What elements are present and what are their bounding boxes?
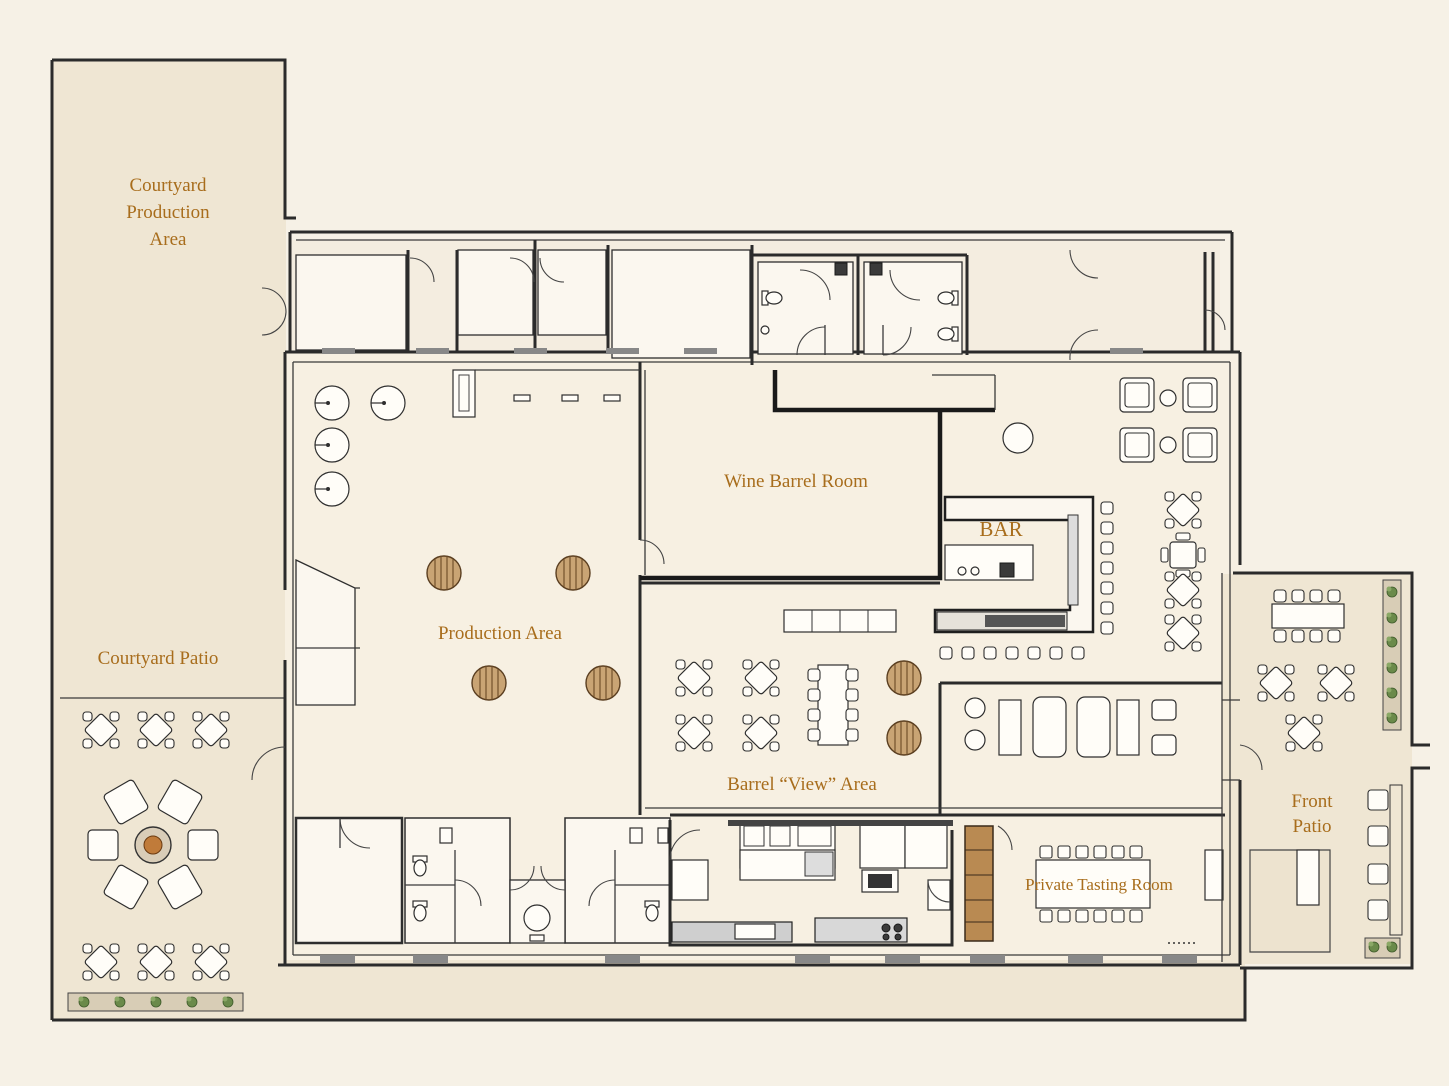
south-windows <box>320 955 1197 963</box>
front-patio-planters <box>1364 579 1402 959</box>
tasting-chairs-bottom <box>1039 909 1143 923</box>
interior-walls <box>638 362 1225 817</box>
sidewalk <box>50 960 1245 1020</box>
lounge-seating <box>1002 377 1218 463</box>
kitchen <box>668 820 954 947</box>
courtyard-production-label-1: Courtyard <box>129 175 207 196</box>
front-patio-seating <box>1249 589 1403 953</box>
front-patio-walls <box>1221 571 1430 970</box>
courtyard-planters <box>67 992 244 1012</box>
courtyard-production-label-3: Area <box>150 229 187 250</box>
front-patio-label-1: Front <box>1291 791 1333 812</box>
bar-stools-side <box>1100 501 1114 635</box>
tasting-chairs-top <box>1039 845 1143 859</box>
front-patio-label-2: Patio <box>1292 816 1331 837</box>
barrel-lounge <box>964 696 1177 758</box>
production-equipment <box>452 369 640 418</box>
private-tasting-table <box>1035 845 1224 944</box>
north-annex-walls <box>261 230 1234 365</box>
barrel-view-area-label: Barrel “View” Area <box>727 774 877 795</box>
wine-rack <box>964 825 1013 942</box>
barrel-view-tables <box>675 659 922 756</box>
west-stairs <box>251 558 360 781</box>
private-tasting-room-label: Private Tasting Room <box>1025 875 1173 894</box>
fire-pit-seating <box>87 779 219 910</box>
bar-counter <box>933 495 1095 634</box>
courtyard-production-label-2: Production <box>126 202 210 223</box>
south-west-rooms <box>294 816 671 945</box>
bar-label: BAR <box>979 517 1022 541</box>
north-annex <box>290 240 1220 352</box>
production-area-label: Production Area <box>438 623 563 644</box>
courtyard-patio-label: Courtyard Patio <box>98 648 219 669</box>
north-windows <box>322 348 1143 354</box>
courtyard-production-area <box>52 60 286 698</box>
wine-barrel-room-label: Wine Barrel Room <box>724 471 868 492</box>
north-restrooms <box>757 261 963 356</box>
bar-stools-front <box>939 646 1085 660</box>
